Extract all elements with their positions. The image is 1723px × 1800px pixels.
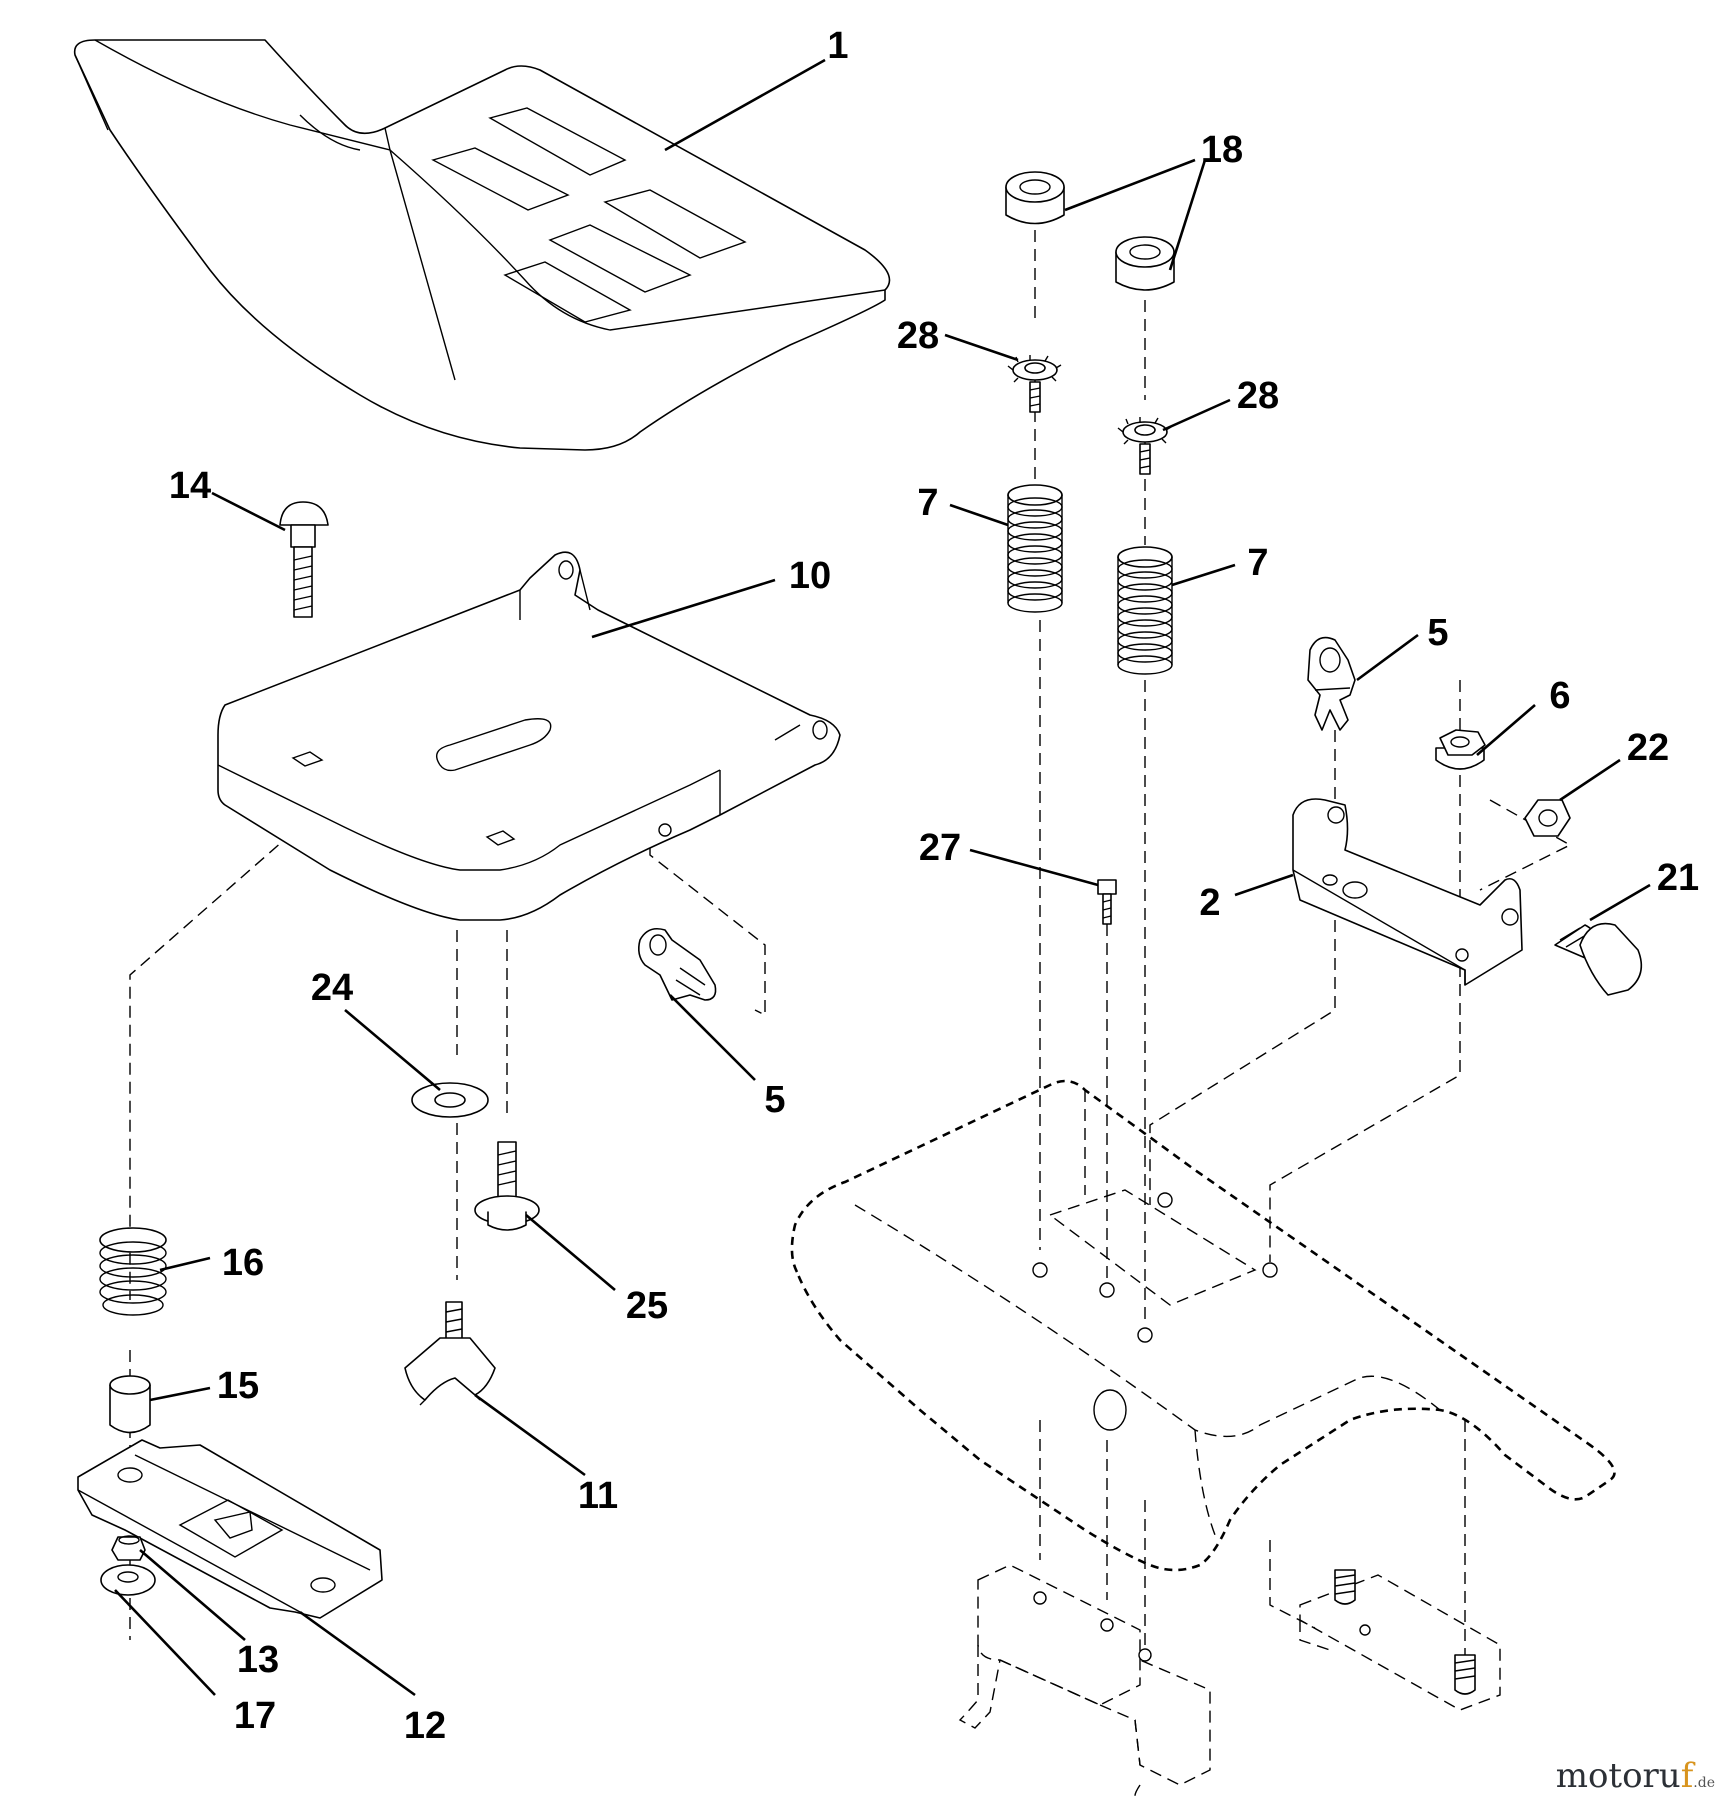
callout-10: 10 [789, 555, 831, 597]
alignment-lines [129, 230, 1572, 1680]
callout-28-left: 28 [897, 315, 939, 357]
shoulder-bolt [474, 1141, 540, 1231]
star-washer-screw-2 [1117, 417, 1172, 475]
callout-17: 17 [234, 1695, 276, 1737]
watermark-accent: f [1680, 1756, 1694, 1796]
callout-14: 14 [169, 465, 211, 507]
callout-27: 27 [919, 827, 961, 869]
lock-nut [1435, 729, 1486, 770]
small-hex-nut [111, 1535, 146, 1561]
hex-nut [1524, 799, 1571, 837]
flat-washer [411, 1082, 489, 1118]
callout-5-upper: 5 [1427, 612, 1448, 654]
callout-13: 13 [237, 1639, 279, 1681]
callout-1: 1 [827, 25, 848, 67]
watermark-tld: .de [1693, 1775, 1715, 1791]
watermark-logo: motoruf.de [1556, 1756, 1715, 1796]
star-washer-screw-1 [1007, 355, 1062, 413]
callout-15: 15 [217, 1365, 259, 1407]
callout-2: 2 [1199, 882, 1220, 924]
seat [73, 39, 891, 451]
callout-7-left: 7 [917, 482, 938, 524]
seat-adjuster-bracket [77, 1439, 383, 1619]
callout-7-right: 7 [1247, 542, 1268, 584]
seat-spring-2 [1117, 546, 1173, 675]
callout-22: 22 [1627, 727, 1669, 769]
spacer [109, 1375, 151, 1434]
callout-24: 24 [311, 967, 353, 1009]
callout-21: 21 [1657, 857, 1699, 899]
hinge-bracket [1292, 798, 1523, 986]
flange-nut [100, 1564, 156, 1596]
seat-spring-1 [1007, 484, 1063, 613]
callout-11: 11 [578, 1475, 618, 1517]
callout-16: 16 [222, 1242, 264, 1284]
fender-frame-reference [790, 1079, 1616, 1799]
watermark-main: motoru [1555, 1756, 1681, 1796]
callout-28-right: 28 [1237, 375, 1279, 417]
callout-numbers: 1 18 28 28 14 10 7 7 5 6 22 27 2 21 24 5… [169, 25, 1699, 1747]
callout-25: 25 [626, 1285, 668, 1327]
callout-6: 6 [1549, 675, 1570, 717]
latch-clip-right [1307, 636, 1356, 731]
rubber-bumper-2 [1115, 236, 1175, 291]
rubber-bumper-1 [1005, 171, 1065, 225]
callout-12: 12 [404, 1705, 446, 1747]
callout-18: 18 [1201, 129, 1243, 171]
leader-lines [114, 58, 1651, 1697]
shoulder-screw [1554, 922, 1643, 996]
carriage-bolt [279, 501, 329, 618]
seat-pan [217, 551, 841, 921]
seat-spring-small [99, 1227, 167, 1316]
latch-clip-left [638, 927, 717, 1001]
machine-screw [1097, 879, 1117, 925]
seat-knob [404, 1301, 496, 1406]
callout-5-lower: 5 [764, 1079, 785, 1121]
